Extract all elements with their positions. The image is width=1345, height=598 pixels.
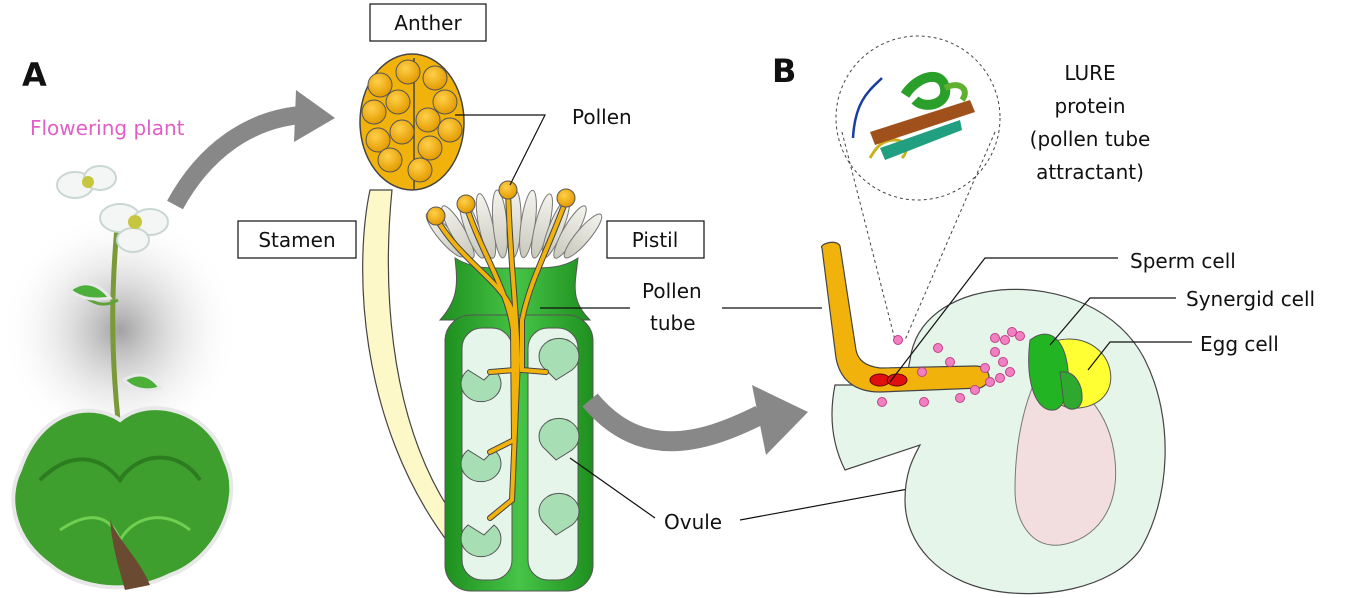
anther-label-box [369,3,487,42]
anther-shape [359,53,465,191]
sperm-cell-label: Sperm cell [1130,249,1236,273]
sperm-cell-leader [889,257,1118,383]
arrow-plant-head [294,90,335,142]
panel-b-label: B [772,52,796,90]
sperm-cell-2 [886,373,908,387]
pollen-tubes [433,187,569,521]
arrow-pistil-head [752,385,808,455]
lure-label-line2: protein [1054,94,1125,118]
plant-illustration [0,165,240,590]
lure-protein-structure [835,35,1001,201]
pollen-leader [455,114,546,186]
egg-cell-leader [1087,341,1192,371]
flowering-plant-label: Flowering plant [30,116,185,140]
ovule-leader-left [569,457,656,519]
central-cell [1014,369,1117,546]
stamen-label-box [237,220,357,259]
panel-a-label: A [22,56,47,94]
ovule-label: Ovule [664,510,722,534]
pollen-tube-label-line1: Pollen [642,279,702,303]
synergid-cell-2 [1059,371,1083,410]
egg-cell-label: Egg cell [1200,332,1279,356]
pistil-label: Pistil [632,228,679,252]
anther-label: Anther [394,11,462,35]
pistil-shape [425,189,603,592]
arrow-plant-to-anther [167,106,302,210]
synergid-cell-label: Synergid cell [1186,287,1315,311]
arrow-pistil-to-ovule [582,393,765,452]
lure-label-line4: attractant) [1036,160,1144,184]
lure-dots [877,327,1025,407]
pollen-label: Pollen [572,105,632,129]
pistil-label-box [606,220,705,259]
ovule-leader-right [739,483,936,521]
pollen-tube-b [820,241,990,393]
lure-zoom-line-right [904,131,996,341]
lure-label-line3: (pollen tube [1030,127,1151,151]
pollen-tube-label-line2: tube [650,311,696,335]
stamen-label: Stamen [258,228,335,252]
pollen-grains [426,180,576,226]
synergid-cell-leader [1049,297,1176,346]
lure-label-line1: LURE [1064,61,1115,85]
